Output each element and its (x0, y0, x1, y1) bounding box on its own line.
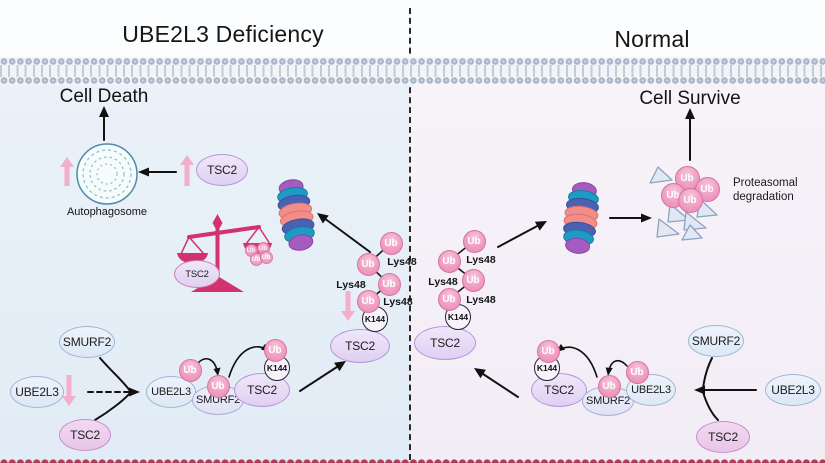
ub-circle-left-chain-2: Ub (356, 252, 380, 276)
ub-circle-on-k144-left: Ub (263, 338, 287, 362)
autophagosome-icon (76, 143, 138, 205)
ub-circle-right-chain-3: Ub (461, 268, 485, 292)
tsc2-oval-left-input: TSC2 (59, 419, 111, 451)
smurf2-oval-left-input: SMURF2 (59, 326, 115, 358)
title-ube2l3-deficiency: UBE2L3 Deficiency (122, 21, 324, 47)
ub-circle-left-chain-4: Ub (356, 289, 380, 313)
ub-circle-on-ube2l3-right: Ub (625, 360, 649, 384)
ub-circle-on-ube2l3-left: Ub (178, 358, 202, 382)
ub-circle-right-chain-4: Ub (437, 287, 461, 311)
ub-transfer-arrows-right (558, 346, 628, 378)
left-converging-arrows (87, 357, 133, 421)
ub-circle-degradation-2: Ub (694, 176, 720, 202)
lys48-label-right-2: Lys48 (428, 276, 458, 288)
lys48-label-right-3: Lys48 (466, 294, 496, 306)
tsc2-oval-autophagy: TSC2 (196, 154, 248, 186)
cell-death-label: Cell Death (59, 86, 149, 107)
smurf2-oval-right-input: SMURF2 (688, 325, 744, 357)
lys48-label-left-1: Lys48 (387, 256, 417, 268)
cell-survive-label: Cell Survive (639, 88, 741, 109)
panel-divider-dashed-line (409, 8, 411, 460)
membrane-lipid-tails (0, 65, 825, 77)
ub-circle-balance-3: Ub (249, 252, 263, 266)
ub-transfer-arrowheads-left (213, 343, 270, 376)
left-converging-arrowhead (129, 387, 140, 397)
proteasomal-degradation-label: Proteasomal degradation (733, 176, 825, 204)
proteasome-right-icon (563, 182, 599, 254)
autophagosome-label: Autophagosome (66, 206, 148, 218)
ube2l3-oval-right-input: UBE2L3 (765, 374, 821, 406)
ub-circle-left-chain-3: Ub (377, 272, 401, 296)
proteasomal-degradation-line2: degradation (733, 191, 794, 203)
tsc2-oval-balance: TSC2 (174, 260, 220, 288)
tsc2-oval-left-chain: TSC2 (330, 329, 390, 363)
bottom-edge-membrane (0, 456, 825, 463)
lys48-label-left-2: Lys48 (336, 279, 366, 291)
cell-membrane (0, 57, 825, 85)
ub-circle-on-smurf2-left: Ub (206, 374, 230, 398)
ub-circle-left-chain-1: Ub (379, 231, 403, 255)
right-converging-arrows (702, 357, 719, 421)
ube2l3-oval-left-input: UBE2L3 (10, 376, 64, 408)
black-arrowheads (99, 106, 705, 395)
tsc2-oval-right-input: TSC2 (696, 421, 750, 453)
lys48-label-left-3: Lys48 (383, 296, 413, 308)
ub-circle-on-smurf2-right: Ub (597, 374, 621, 398)
ub-circle-on-k144-right: Ub (536, 339, 560, 363)
black-arrows (103, 113, 757, 398)
lys48-label-right-1: Lys48 (466, 254, 496, 266)
ub-circle-degradation-4: Ub (677, 187, 703, 213)
ub-circle-right-chain-2: Ub (437, 249, 461, 273)
ub-circle-balance-4: Ub (259, 250, 273, 264)
title-normal: Normal (614, 26, 690, 52)
proteasomal-degradation-line1: Proteasomal (733, 177, 798, 189)
proteasome-left-icon (277, 179, 315, 251)
ub-transfer-arrowheads-right (556, 344, 613, 376)
k144-circle-right-chain: K144 (445, 304, 471, 330)
tsc2-oval-right-chain: TSC2 (414, 326, 476, 360)
pink-up-down-arrows (60, 155, 355, 406)
ub-circle-right-chain-1: Ub (462, 229, 486, 253)
